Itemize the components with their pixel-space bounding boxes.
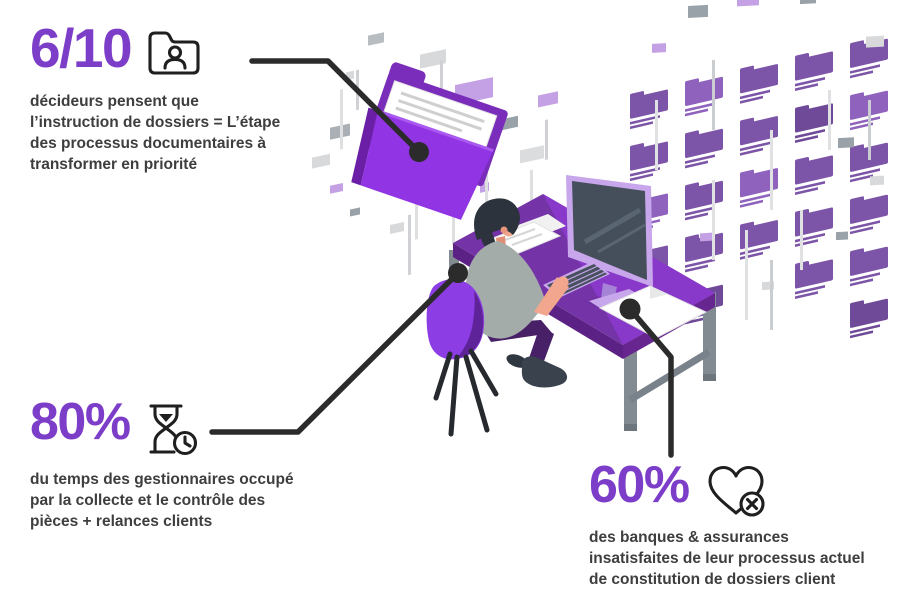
- stat-block-banques: 60% des banques & assurances insatisfait…: [589, 456, 865, 590]
- stat-block-temps: 80% du temps des gestionnaires occupé pa…: [30, 393, 294, 532]
- stat-text-line: par la collecte et le contrôle des: [30, 492, 266, 509]
- open-folder: [351, 62, 508, 220]
- hourglass-clock-icon: [149, 404, 197, 456]
- stat-text-line: des banques & assurances: [589, 529, 789, 546]
- stat-text-line: décideurs pensent que: [30, 93, 199, 110]
- connector-dot-papers: [619, 298, 641, 320]
- stat-text-temps: du temps des gestionnaires occupé par la…: [30, 469, 294, 532]
- stat-text-line: insatisfaites de leur processus actuel: [589, 550, 865, 567]
- stat-text-line: pièces + relances clients: [30, 513, 213, 530]
- stat-block-decideurs: 6/10 décideurs pensent que l’instruction…: [30, 17, 280, 175]
- stat-value-60: 60%: [589, 456, 690, 514]
- document-wall-right: [630, 0, 888, 339]
- stat-text-banques: des banques & assurances insatisfaites d…: [589, 527, 865, 590]
- stat-text-decideurs: décideurs pensent que l’instruction de d…: [30, 91, 280, 175]
- stat-text-line: l’instruction de dossiers = L’étape: [30, 114, 281, 131]
- desk-papers: [598, 285, 708, 339]
- stat-value-80: 80%: [30, 393, 131, 451]
- connector-line-folder: [249, 58, 422, 155]
- connector-dot-folder: [409, 142, 429, 162]
- heart-dissatisfied-icon: [708, 465, 765, 517]
- connector-line-papers: [627, 306, 674, 458]
- stat-text-line: de constitution de dossiers client: [589, 571, 836, 588]
- connector-dot-chair: [448, 263, 468, 283]
- stat-value-6-10: 6/10: [30, 17, 133, 79]
- office-chair: [426, 279, 499, 437]
- stat-text-line: transformer en priorité: [30, 156, 198, 173]
- stat-text-line: du temps des gestionnaires occupé: [30, 471, 294, 488]
- connector-line-chair: [209, 270, 461, 435]
- stat-text-line: des processus documentaires à: [30, 135, 267, 152]
- worker: [465, 198, 569, 388]
- monitor: [566, 175, 653, 310]
- folder-user-icon: [148, 31, 200, 75]
